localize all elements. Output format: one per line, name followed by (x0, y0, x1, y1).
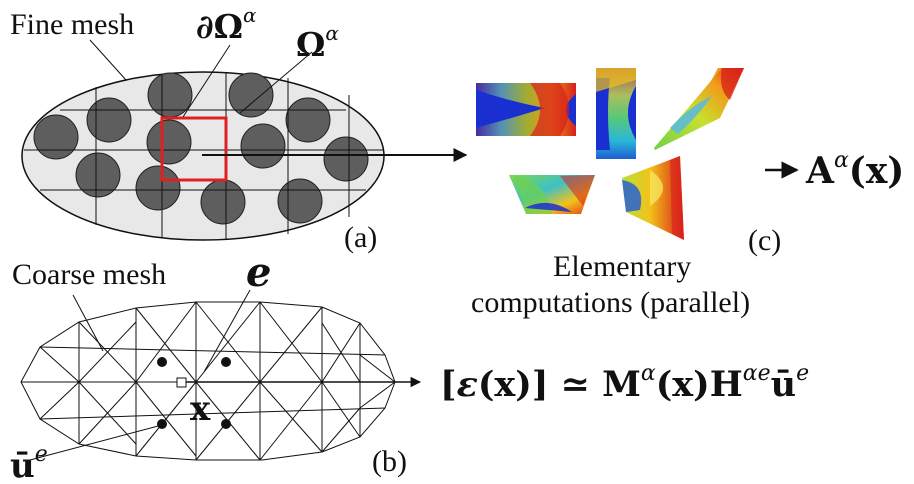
u-bar-superscript: e (35, 442, 48, 467)
point-x-marker (176, 377, 187, 388)
fine-mesh-inclusions (33, 72, 369, 225)
cell-vertical (596, 68, 636, 159)
boundary-omega-superscript: α (243, 3, 257, 27)
equation-epsilon: ε (457, 364, 478, 405)
panel-c-label: (c) (748, 224, 781, 257)
cell-parallelogram-full (654, 68, 744, 150)
equation: [ε(x)] ≃ Mα(x)Hαeūe (440, 361, 809, 405)
panel-a-label: (a) (344, 221, 377, 254)
equation-M: M (602, 364, 641, 405)
equation-epsilon-argument: (x)] ≃ (478, 364, 602, 405)
node (221, 357, 231, 367)
subdomain-highlight (160, 116, 228, 182)
cell-quadrilateral (622, 156, 684, 240)
panel-b-label: (b) (372, 445, 407, 478)
inclusion (323, 136, 369, 182)
elementary-label-line2: computations (parallel) (471, 286, 750, 319)
inclusion (285, 97, 331, 143)
equation-u: ū (771, 364, 796, 405)
coarse-mesh-nodes (157, 357, 231, 429)
inclusion (86, 97, 132, 143)
u-bar-symbol: ū (10, 446, 35, 484)
coarse-mesh-leader (72, 294, 104, 352)
point-x-label: x (190, 389, 211, 429)
equation-H: H (710, 364, 743, 405)
boundary-leader (182, 44, 231, 118)
coarse-mesh-label: Coarse mesh (12, 258, 166, 291)
omega-symbol: Ω (296, 25, 325, 64)
inclusion (277, 178, 323, 224)
inclusion (75, 152, 121, 198)
equation-H-superscript: αe (743, 361, 771, 386)
cell-trapezoid (509, 175, 595, 214)
fine-mesh-label: Fine mesh (10, 8, 134, 41)
equation-M-argument: (x) (656, 364, 710, 405)
u-bar-label: ūe (10, 442, 48, 484)
inclusion (33, 114, 79, 160)
cell-rectangle (476, 83, 576, 136)
boundary-omega-label: ∂Ωα (196, 3, 257, 46)
result-A-symbol: A (805, 150, 835, 192)
result-A-superscript: α (834, 148, 849, 173)
fine-mesh-grid (24, 73, 383, 239)
element-leader (203, 289, 251, 373)
inclusion (228, 72, 274, 118)
omega-superscript: α (325, 21, 339, 45)
inclusion (200, 179, 246, 225)
omega-leader (239, 51, 313, 114)
coarse-mesh-boundary (20, 301, 396, 461)
node (157, 357, 167, 367)
element-e-label: e (246, 249, 271, 296)
result-A-label: Aα(x) (805, 148, 904, 192)
inclusion (240, 123, 286, 169)
omega-label: Ωα (296, 21, 339, 64)
inclusion (135, 165, 181, 211)
u-bar-leader (29, 424, 163, 461)
equation-bracket: [ (440, 364, 457, 405)
inclusion (146, 119, 192, 165)
fine-mesh-panel (21, 39, 385, 241)
coarse-mesh-panel (20, 289, 396, 461)
node (221, 419, 231, 429)
equation-u-superscript: e (796, 361, 809, 386)
equation-M-superscript: α (641, 361, 656, 386)
fine-mesh-leader (89, 39, 127, 81)
elementary-cells (476, 68, 744, 240)
elementary-label-line1: Elementary (553, 250, 691, 283)
result-A-argument: (x) (849, 150, 905, 192)
node (157, 419, 167, 429)
boundary-omega-symbol: ∂Ω (196, 7, 243, 46)
